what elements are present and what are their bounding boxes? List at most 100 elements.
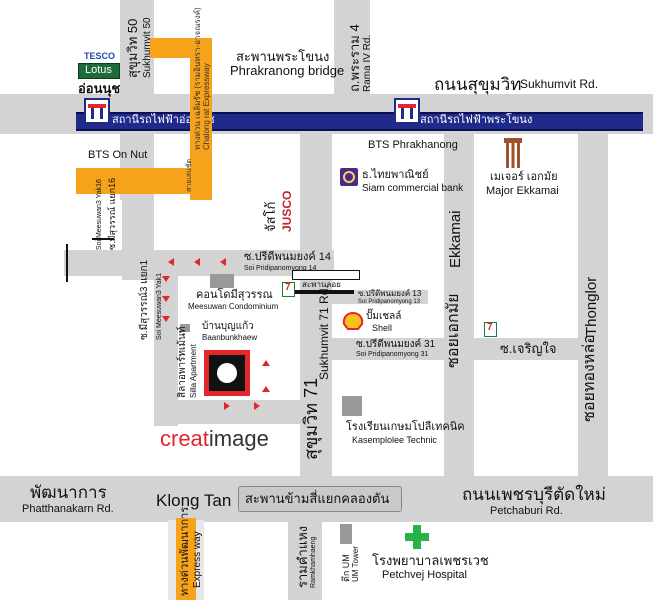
rama4-label-en: Rama IV Rd. — [362, 34, 373, 92]
sukhumvit-71-road — [300, 130, 332, 480]
meesuwan-yak1-label-th: ซ.มีสุวรรณ์3 แยก1 — [139, 259, 150, 340]
major-ekkamai-label-th: เมเจอร์ เอกมัย — [490, 171, 558, 183]
soi-pridi-31-road — [332, 338, 578, 360]
kasemplolee-building — [342, 396, 362, 416]
sukhumvit-50-label-th: สุขุมวิท 50 — [125, 18, 140, 78]
um-tower-label-en: UM Tower — [351, 546, 360, 582]
soi-pridi-31-label-th: ซ.ปรีดีพนมยงค์ 31 — [356, 339, 436, 350]
soi-pridi-13-label-en: Soi Pridipanomyong 13 — [358, 299, 421, 305]
footbridge-label: สะพานลอย — [302, 280, 341, 289]
tesco-label: TESCO — [84, 51, 116, 61]
creatimage-logo-part1: creat — [160, 426, 209, 451]
bts-onnut-station-label: สถานีรถไฟฟ้าอ่อนนุช — [112, 114, 215, 126]
lotus-label: Lotus — [85, 64, 112, 76]
petchaburi-label-th: ถนนเพชรบุรีตัดใหม่ — [462, 485, 606, 504]
major-ekkamai-label-en: Major Ekkamai — [486, 185, 559, 197]
creatimage-logo-part2: image — [208, 426, 269, 451]
charoenjai-label: ซ.เจริญใจ — [500, 341, 557, 356]
chalong-rat-expressway-ramp — [76, 168, 212, 194]
jusco-label-en: JUSCO — [280, 190, 294, 232]
bts-phrakanong-station-label: สถานีรถไฟฟ้าพระโขนง — [420, 114, 533, 126]
sukhumvit-71-label-en: Sukhumvit 71 Rd. — [317, 285, 331, 380]
seven-eleven-icon: 7 — [282, 282, 295, 297]
soi-pridi-31-label-en: Soi Pridipanomyong 31 — [356, 351, 429, 358]
ramkhamhaeng-road — [288, 520, 322, 600]
bts-phrakanong-logo-icon — [394, 98, 420, 124]
jusco-label-th: จัสโก้ — [263, 201, 278, 232]
shell-label-th: ปั๊มเชลล์ — [366, 311, 402, 322]
um-tower-building — [340, 524, 352, 544]
ekkamai-label-th: ซอยเอกมัย — [445, 293, 462, 368]
footbridge-bar — [294, 290, 354, 294]
pattanakarn-expressway — [176, 518, 196, 600]
ramkhamhaeng-label-en: Ramkhamhaeng — [310, 536, 317, 588]
soi-pridi-13-label-th: ซ.ปรีดีพนมยงค์ 13 — [358, 289, 422, 298]
phrakanong-bridge-label-en: Phrakranong bridge — [230, 63, 345, 78]
soi-pridi-13-road — [332, 290, 428, 304]
thonglor-road — [578, 134, 608, 480]
silla-label-th: สิลาอพาร์ทเม้นท์ — [177, 326, 188, 398]
seven-eleven-number-ekkamai: 7 — [487, 322, 493, 333]
seven-eleven-icon-ekkamai: 7 — [484, 322, 497, 337]
bts-phrakanong-label: BTS Phrakhanong — [368, 139, 458, 151]
thonglor-label-en: Thonglor — [583, 276, 600, 336]
chalong-rat-expressway — [190, 46, 212, 200]
thonglor-label-th: ซอยทองหล่อ — [581, 334, 598, 422]
rama4-road — [334, 0, 370, 96]
soi-pridi-14-label-th: ซ.ปรีดีพนมยงค์ 14 — [244, 251, 332, 263]
major-ekkamai-icon — [504, 138, 522, 168]
klongtan-bridge: สะพานข้ามสี่แยกคลองตัน — [238, 486, 402, 512]
phrakanong-bridge-label-th: สะพานพระโขนง — [236, 49, 330, 64]
pattanakarn-express-label-en: Express way — [192, 531, 203, 588]
petchvej-label-en: Petchvej Hospital — [382, 569, 467, 581]
klongtan-label: Klong Tan — [156, 491, 232, 510]
phatthanakarn-label-th: พัฒนาการ — [30, 483, 107, 502]
sukhumvit-71-label-th: สุขุมวิท 71 — [301, 377, 321, 460]
ekkamai-label-en: Ekkamai — [447, 210, 464, 268]
sukhumvit-road-label-en: Sukhumvit Rd. — [520, 77, 599, 91]
silla-apartment-dot — [217, 363, 237, 383]
route-arrows — [162, 258, 270, 410]
expressway-ramp-label: สายเล่นชัด — [186, 158, 193, 192]
silla-apartment-inner — [209, 355, 245, 391]
lotus-badge: Lotus — [78, 63, 120, 79]
baanbunkhaew-label-th: บ้านบุญแก้ว — [202, 321, 254, 332]
hospital-cross-icon — [404, 524, 430, 550]
baanbunkhaew-building — [180, 324, 190, 332]
tesco-lotus-logo: TESCO Lotus — [76, 51, 120, 82]
pattanakarn-express-label-th: ทางด่วนพัฒนาการ — [179, 506, 191, 596]
kasemplolee-label-en: Kasemplolee Technic — [352, 435, 437, 445]
sukhumvit-50-road — [120, 0, 154, 200]
bts-skytrain-line: สถานีรถไฟฟ้าอ่อนนุช สถานีรถไฟฟ้าพระโขนง — [76, 112, 643, 131]
ramkhamhaeng-label-th: รามคำแหง — [295, 525, 310, 588]
ekkamai-road — [444, 134, 474, 480]
klongtan-bridge-label: สะพานข้ามสี่แยกคลองตัน — [245, 491, 390, 506]
scb-label-en: Siam commercial bank — [362, 183, 464, 194]
onnut-thai-label: อ่อนนุช — [78, 81, 121, 96]
chalong-rat-expressway-label-en: Chalong rat Expressway — [202, 63, 211, 150]
bts-onnut-label: BTS On Nut — [88, 149, 148, 161]
creatimage-logo: creatimage — [160, 426, 269, 452]
meesuwan-condo-building — [210, 274, 234, 288]
silla-apartment-marker — [204, 350, 250, 396]
rama4-label-th: ถ.พระราม 4 — [347, 24, 362, 92]
kasemplolee-label-th: โรงเรียนเกษมโปลีเทคนิค — [346, 421, 465, 433]
seven-eleven-number: 7 — [285, 282, 291, 293]
sukhumvit-road-label-th: ถนนสุขุมวิท — [434, 75, 522, 94]
petchvej-label-th: โรงพยาบาลเพชรเวช — [372, 553, 489, 568]
soi-pridi-14-label-en: Soi Pridipanomyong 14 — [244, 265, 317, 272]
chalong-rat-expressway-top — [150, 38, 212, 58]
petchaburi-label-en: Petchaburi Rd. — [490, 505, 563, 517]
shell-label-en: Shell — [372, 323, 393, 333]
silla-label-en: Silla Apartment — [189, 344, 198, 398]
dead-end-marker-yak16 — [92, 238, 114, 240]
footbridge — [292, 270, 360, 280]
scb-logo-icon — [340, 168, 358, 186]
meesuwan-condo-label-en: Meesuwan Condominium — [188, 302, 279, 311]
phatthanakarn-label-en: Phatthanakarn Rd. — [22, 503, 114, 515]
baanbunkhaew-label-en: Baanbunkhaew — [202, 333, 258, 342]
scb-label-th: ธ.ไทยพาณิชย์ — [362, 169, 429, 181]
meesuwan-condo-label-th: คอนโดมีสุวรรณ — [196, 289, 273, 301]
sukhumvit-50-label-en: Sukhumvit 50 — [142, 17, 153, 78]
dead-end-marker-left — [66, 244, 78, 282]
